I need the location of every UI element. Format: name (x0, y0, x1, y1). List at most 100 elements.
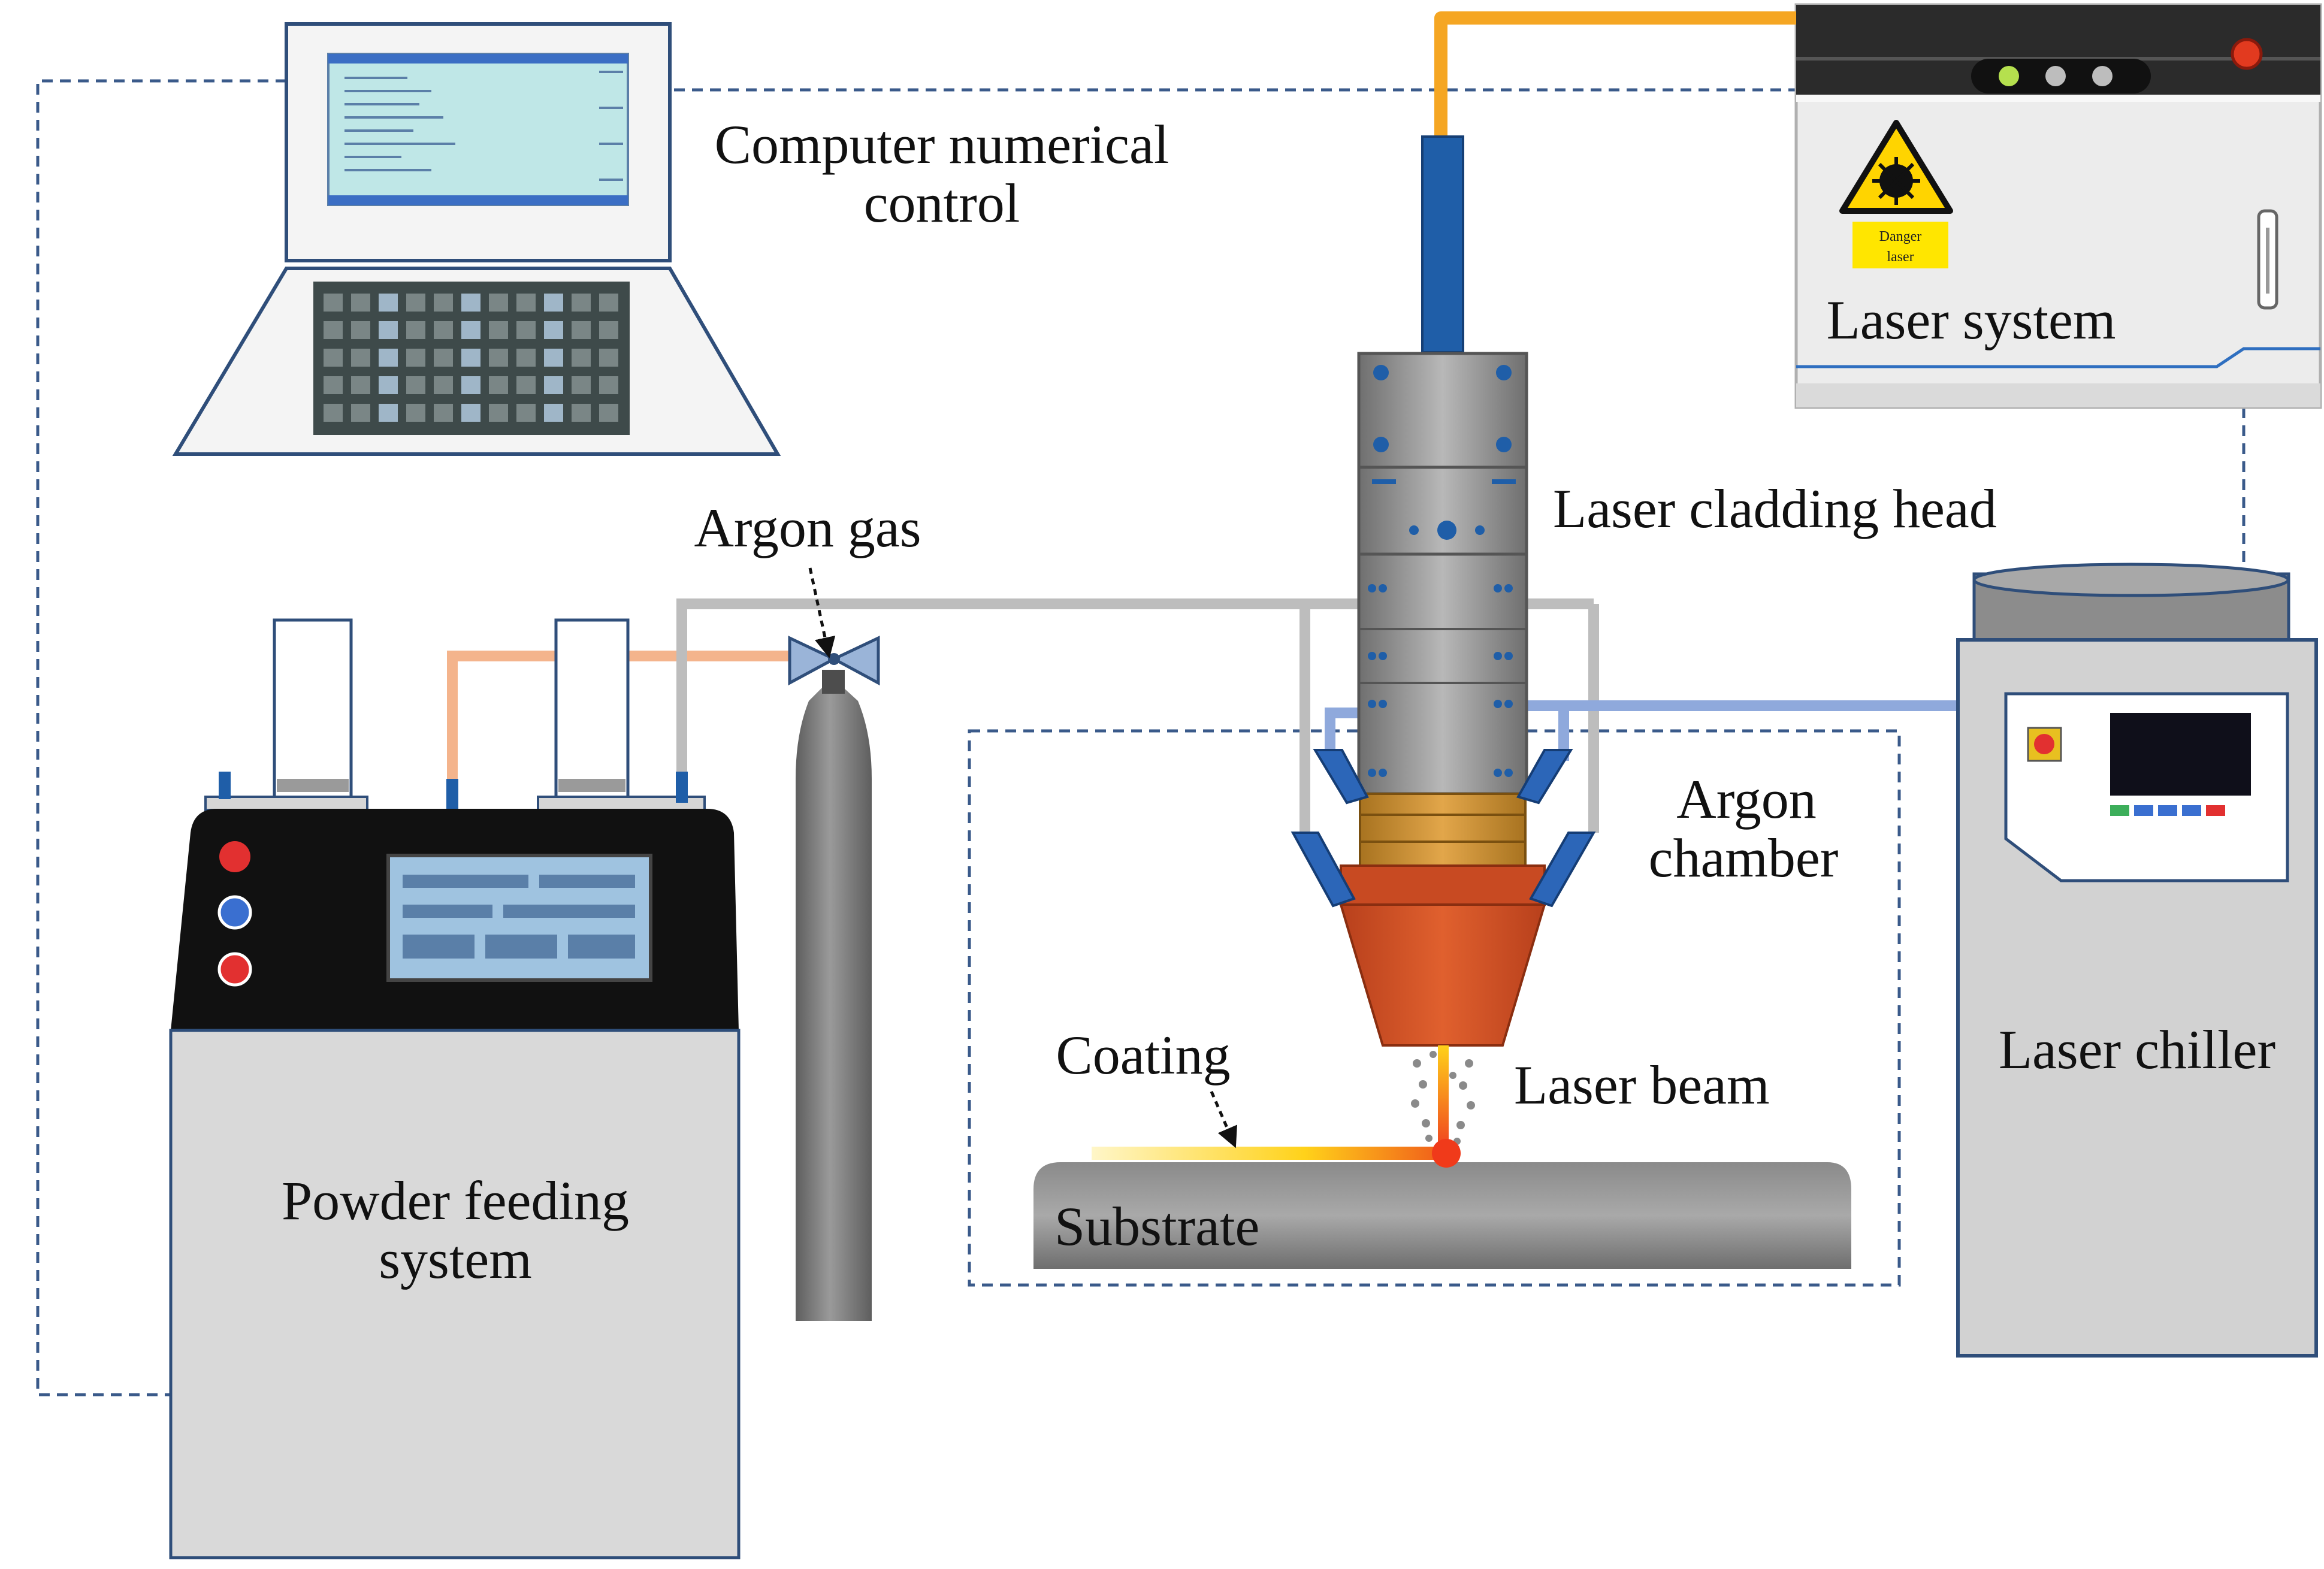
coolant-nozzle-left (1313, 749, 1369, 805)
keypad-key (599, 376, 618, 394)
keypad-key (461, 404, 480, 422)
cnc-to-powder-line (36, 79, 286, 1396)
keypad-key (434, 321, 453, 339)
argon-main-pipe (676, 598, 1594, 803)
powder-button-blue (217, 895, 252, 930)
powder-hopper-right (554, 618, 630, 802)
laser-chiller-label: Laser chiller (1999, 1019, 2275, 1080)
keypad-key (516, 404, 536, 422)
coating-pointer (1210, 1091, 1237, 1148)
laser-cladding-head (1291, 352, 1596, 1047)
keypad-key (544, 376, 563, 394)
argon-gas-label: Argon gas (694, 497, 921, 558)
argon-chamber-label-line-1: Argon (1676, 769, 1816, 830)
keypad-key (324, 321, 343, 339)
keypad-key (489, 294, 508, 312)
laser-beam-label: Laser beam (1514, 1054, 1770, 1115)
keypad-key (544, 321, 563, 339)
keypad-key (324, 294, 343, 312)
head-body (1357, 552, 1528, 796)
keypad-key (379, 349, 398, 367)
powder-button-red-top (219, 841, 250, 872)
keypad-key (434, 376, 453, 394)
indicator-light-grey-2 (2092, 66, 2113, 86)
keypad-key (572, 321, 591, 339)
warning-label-text-1: Danger (1879, 229, 1922, 244)
keypad-key (599, 404, 618, 422)
keypad-key (351, 404, 370, 422)
cnc-computer (172, 22, 781, 456)
powder-feeding-unit: Powder feeding system (169, 618, 741, 1559)
laser-warning-label (1852, 222, 1948, 268)
laser-beam (1438, 1045, 1449, 1150)
keypad-key (434, 349, 453, 367)
keypad-key (516, 376, 536, 394)
fiber-blue-tube (1421, 135, 1464, 353)
control-lines (36, 79, 2246, 1396)
keypad-key (544, 349, 563, 367)
keypad-key (379, 404, 398, 422)
keypad-key (406, 349, 425, 367)
keypad-key (516, 349, 536, 367)
laser-system-unit: Danger laser Laser system (1794, 3, 2322, 409)
keypad-key (434, 294, 453, 312)
chiller-lid (1972, 563, 2290, 597)
keypad-key (599, 349, 618, 367)
keypad-key (489, 349, 508, 367)
keypad-key (434, 404, 453, 422)
keypad-key (406, 321, 425, 339)
cladding-nozzle (1339, 903, 1546, 1047)
keypad-key (351, 294, 370, 312)
argon-valve (788, 636, 880, 686)
coolant-pipe-left (1325, 708, 1366, 761)
keypad-key (379, 321, 398, 339)
powder-nozzle-left (1291, 832, 1356, 908)
keypad-key (406, 376, 425, 394)
chiller-display (2110, 713, 2251, 796)
keypad-key (379, 376, 398, 394)
keypad-key (406, 404, 425, 422)
keypad-key (489, 321, 508, 339)
keypad-key (324, 404, 343, 422)
keypad-key (324, 349, 343, 367)
emergency-light (2231, 38, 2263, 70)
cladding-head-label: Laser cladding head (1553, 478, 1997, 539)
keypad-key (572, 376, 591, 394)
coating-label: Coating (1056, 1024, 1230, 1086)
powder-particles (1411, 1051, 1475, 1145)
argon-cylinder (796, 670, 872, 1321)
argon-chamber-label-line-2: chamber (1649, 827, 1839, 888)
coating-track (1092, 1147, 1446, 1160)
powder-label-line-2: system (379, 1229, 532, 1290)
keypad-key (461, 294, 480, 312)
indicator-light-grey-1 (2045, 66, 2066, 86)
head-brass-ring (1359, 793, 1527, 867)
nozzle-collar (1340, 864, 1546, 906)
powder-cabinet-body (169, 1029, 741, 1559)
keypad-key (461, 321, 480, 339)
keypad-key (544, 294, 563, 312)
argon-gas-pointer (808, 567, 836, 658)
keypad-key (572, 349, 591, 367)
keypad-key (572, 294, 591, 312)
cnc-keys (324, 294, 618, 422)
keypad-key (516, 294, 536, 312)
coolant-nozzle-right (1516, 749, 1573, 805)
cnc-label-line-1: Computer numerical (715, 114, 1169, 175)
laser-system-label: Laser system (1827, 289, 2116, 350)
keypad-key (572, 404, 591, 422)
keypad-key (406, 294, 425, 312)
keypad-key (544, 404, 563, 422)
keypad-key (351, 321, 370, 339)
keypad-key (489, 404, 508, 422)
powder-nozzle-right (1529, 832, 1596, 908)
keypad-key (516, 321, 536, 339)
keypad-key (379, 294, 398, 312)
powder-hopper-left (273, 618, 353, 802)
powder-button-red-bottom (217, 952, 252, 987)
keypad-key (324, 376, 343, 394)
substrate-label: Substrate (1054, 1196, 1259, 1257)
keypad-key (461, 376, 480, 394)
